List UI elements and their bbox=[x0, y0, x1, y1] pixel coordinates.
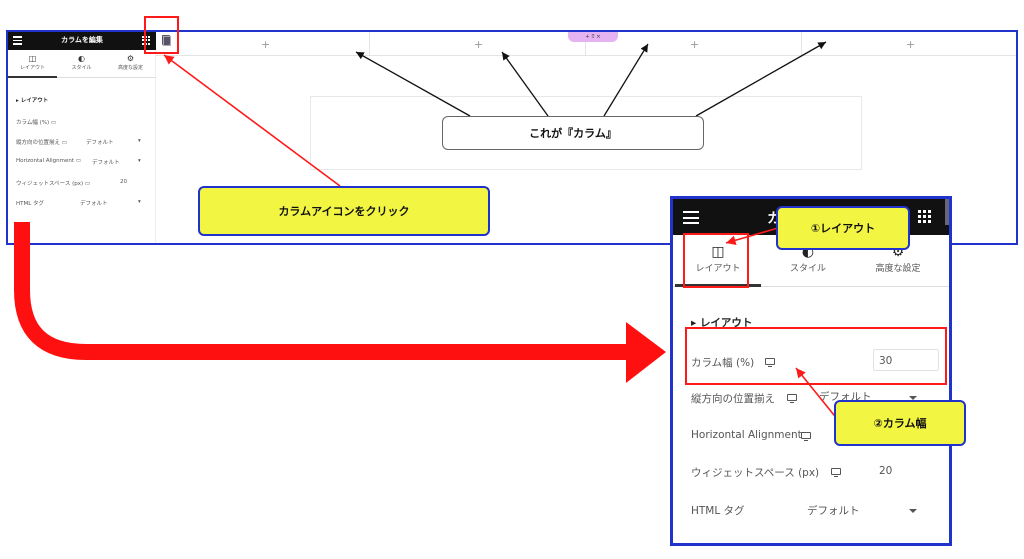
section-header[interactable]: ▸ レイアウト bbox=[16, 96, 48, 104]
caret-down-icon bbox=[909, 509, 917, 513]
active-tab-indicator bbox=[675, 284, 761, 287]
row-value: デフォルト bbox=[86, 140, 114, 146]
half-circle-icon: ◐ bbox=[78, 54, 85, 63]
click-callout: カラムアイコンをクリック bbox=[198, 186, 490, 236]
column-callout: これが『カラム』 bbox=[442, 116, 704, 150]
tab-label: レイアウト bbox=[19, 65, 45, 71]
tab-style[interactable]: ◐ スタイル bbox=[57, 54, 106, 71]
add-widget-icon[interactable]: + bbox=[906, 38, 916, 51]
column-1[interactable]: + bbox=[156, 32, 370, 56]
caret-down-icon: ▾ bbox=[138, 138, 141, 144]
big-red-arrowhead bbox=[626, 322, 666, 383]
layout-tab-highlight bbox=[683, 233, 749, 288]
layout-callout: ①レイアウト bbox=[776, 206, 910, 250]
tab-label: レイアウト bbox=[695, 264, 741, 274]
layout-columns-icon: ◫ bbox=[711, 244, 725, 260]
column-2[interactable]: + bbox=[370, 32, 586, 56]
tab-label: スタイル bbox=[71, 65, 92, 71]
monitor-icon[interactable]: ▭ bbox=[50, 120, 57, 126]
hamburger-icon[interactable] bbox=[13, 36, 22, 45]
caret-down-icon: ▾ bbox=[138, 158, 141, 164]
tab-divider bbox=[673, 286, 949, 287]
column-4[interactable]: + bbox=[802, 32, 1016, 56]
row-column-width: カラム幅 (%) ▭ bbox=[16, 118, 56, 126]
row-widget-space[interactable]: ウィジェットスペース (px) ▭ 20 bbox=[16, 179, 127, 187]
caret-down-icon: ▾ bbox=[138, 199, 141, 205]
section-title: レイアウト bbox=[699, 317, 753, 329]
tab-label: 高度な設定 bbox=[117, 65, 143, 71]
html-tag-select[interactable]: デフォルト bbox=[807, 505, 860, 517]
section-handle[interactable]: + ⠿ × bbox=[568, 32, 618, 42]
tab-label: スタイル bbox=[789, 264, 826, 274]
tab-layout[interactable]: ◫ レイアウト bbox=[8, 54, 57, 78]
scroll-handle bbox=[945, 199, 949, 225]
column-width-value: 30 bbox=[879, 355, 893, 367]
panel-title: カラムを編集 bbox=[61, 36, 103, 44]
monitor-icon[interactable] bbox=[801, 432, 811, 442]
hamburger-icon[interactable] bbox=[683, 211, 699, 224]
editor-panel: カラムを編集 ◫ レイアウト ◐ スタイル ⚙ 高度な設定 ▸ レイアウト カラ… bbox=[8, 32, 156, 243]
column-edit-icon[interactable] bbox=[162, 35, 171, 46]
apps-grid-icon[interactable] bbox=[142, 36, 151, 45]
section-header[interactable]: ▸ レイアウト bbox=[691, 315, 752, 330]
panel-tabs: ◫ レイアウト ◐ スタイル ⚙ 高度な設定 bbox=[8, 54, 156, 78]
html-tag-label: HTML タグ bbox=[691, 505, 745, 517]
monitor-icon[interactable]: ▭ bbox=[75, 158, 81, 164]
widget-space-value[interactable]: 20 bbox=[879, 465, 893, 477]
panel-header: カラムを編集 bbox=[8, 32, 156, 50]
add-widget-icon[interactable]: + bbox=[474, 38, 484, 51]
column-3[interactable]: + bbox=[586, 32, 802, 56]
tab-layout[interactable]: ◫ レイアウト bbox=[673, 243, 763, 274]
layout-columns-icon: ◫ bbox=[28, 54, 37, 63]
section-title: レイアウト bbox=[20, 98, 49, 104]
apps-grid-icon[interactable] bbox=[918, 210, 931, 223]
row-html-tag[interactable]: HTML タグ デフォルト ▾ bbox=[16, 199, 141, 207]
row-label: HTML タグ bbox=[16, 201, 45, 207]
monitor-icon[interactable]: ▭ bbox=[84, 181, 91, 187]
caret-right-icon: ▸ bbox=[16, 98, 21, 104]
tab-advanced[interactable]: ⚙ 高度な設定 bbox=[106, 54, 155, 71]
column-icon-highlight bbox=[144, 16, 179, 54]
row-value: デフォルト bbox=[92, 160, 120, 166]
row-label: ウィジェットスペース (px) bbox=[16, 181, 84, 187]
monitor-icon[interactable] bbox=[765, 358, 775, 368]
tab-label: 高度な設定 bbox=[875, 264, 921, 274]
gear-icon: ⚙ bbox=[126, 54, 135, 63]
row-value: 20 bbox=[120, 179, 127, 185]
row-label: Horizontal Alignment bbox=[16, 158, 75, 164]
row-vertical-align[interactable]: 縦方向の位置揃え ▭ デフォルト ▾ bbox=[16, 138, 141, 146]
caret-right-icon: ▸ bbox=[691, 317, 700, 329]
row-horizontal-align[interactable]: Horizontal Alignment ▭ デフォルト ▾ bbox=[16, 158, 141, 166]
monitor-icon[interactable] bbox=[787, 394, 797, 404]
caret-down-icon bbox=[909, 396, 917, 400]
add-widget-icon[interactable]: + bbox=[690, 38, 700, 51]
horizontal-align-label: Horizontal Alignment bbox=[691, 429, 802, 441]
row-label: 縦方向の位置揃え bbox=[16, 140, 61, 146]
column-width-label: カラム幅 (%) bbox=[691, 357, 755, 369]
row-value: デフォルト bbox=[80, 201, 108, 207]
widget-space-label: ウィジェットスペース (px) bbox=[691, 467, 820, 479]
monitor-icon[interactable]: ▭ bbox=[61, 140, 67, 146]
vertical-align-label: 縦方向の位置揃え bbox=[691, 393, 775, 405]
row-label: カラム幅 (%) bbox=[16, 120, 50, 126]
add-widget-icon[interactable]: + bbox=[261, 38, 271, 51]
column-width-input[interactable] bbox=[873, 349, 939, 371]
width-callout: ②カラム幅 bbox=[834, 400, 966, 446]
monitor-icon[interactable] bbox=[831, 468, 841, 478]
column-width-highlight bbox=[685, 327, 947, 385]
